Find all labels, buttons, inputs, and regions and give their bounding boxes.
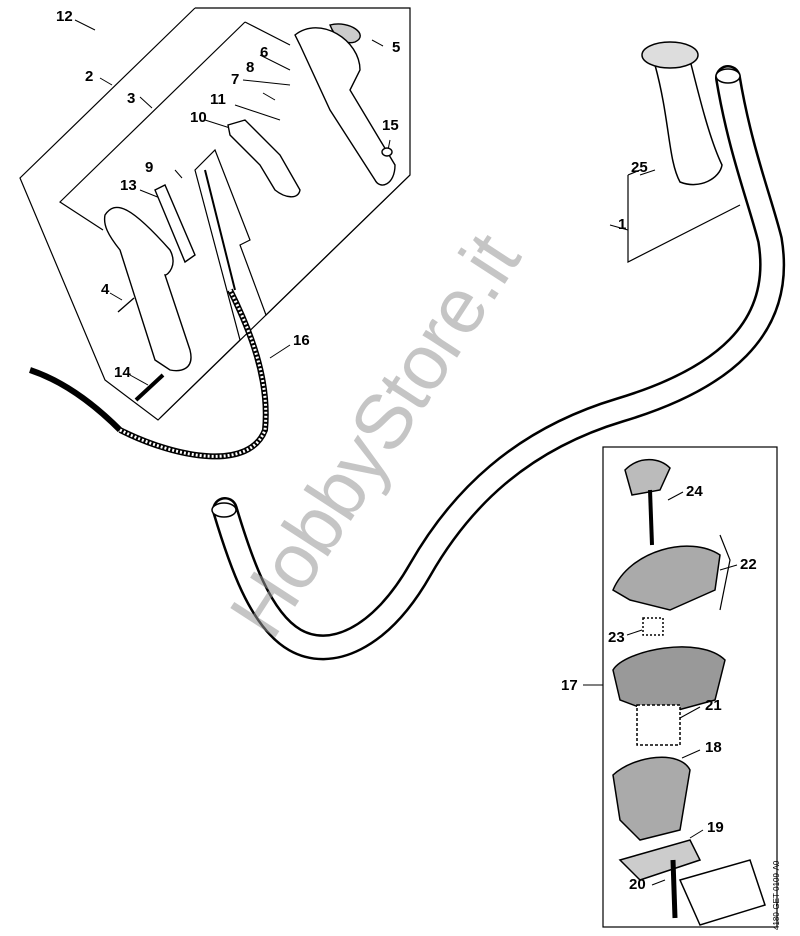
housing-upper: [294, 27, 396, 186]
tube-end-left: [211, 502, 237, 518]
part-label-6[interactable]: 6: [260, 44, 269, 61]
part-label-18[interactable]: 18: [705, 739, 722, 756]
part-label-20[interactable]: 20: [629, 876, 646, 893]
wing-screw-part-24: [624, 458, 671, 496]
group-1-bracket: [627, 175, 741, 263]
group-3-outline: [244, 21, 291, 46]
part-label-9[interactable]: 9: [145, 159, 154, 176]
clamp-part-17: [612, 646, 726, 716]
part-label-25[interactable]: 25: [631, 159, 648, 176]
part-label-7[interactable]: 7: [231, 71, 240, 88]
group-22-bracket: [719, 534, 731, 611]
part-label-10[interactable]: 10: [190, 109, 207, 126]
group-17-box: [602, 446, 778, 928]
part-label-16[interactable]: 16: [293, 332, 310, 349]
handle-shell-part-3: [103, 206, 192, 372]
part-label-11[interactable]: 11: [210, 91, 226, 108]
spring-part-23: [642, 617, 664, 636]
screw-part-20: [670, 859, 678, 919]
part-label-17[interactable]: 17: [561, 677, 578, 694]
cover-part-22: [612, 545, 721, 611]
grip-part-25: [641, 41, 723, 186]
part-label-2[interactable]: 2: [85, 68, 94, 85]
screw-part-4: [117, 297, 135, 313]
drawing-code: 4180-GET-0109-A0: [772, 860, 781, 930]
group-3-right: [159, 148, 411, 419]
nut-part-15: [381, 147, 393, 157]
group-2-outline: [19, 7, 411, 421]
part-label-22[interactable]: 22: [740, 556, 757, 573]
base-part-18: [612, 756, 691, 841]
trigger-part-10: [227, 119, 301, 198]
part-label-3[interactable]: 3: [127, 90, 136, 107]
part-label-1[interactable]: 1: [618, 216, 627, 233]
part-label-15[interactable]: 15: [382, 117, 399, 134]
part-label-23[interactable]: 23: [608, 629, 625, 646]
spring-part-21: [636, 704, 681, 746]
lever-part-13: [154, 184, 196, 264]
screw-part-14: [134, 373, 165, 402]
tube-end-top: [715, 68, 741, 84]
part-label-19[interactable]: 19: [707, 819, 724, 836]
clamp-half-part-19: [618, 839, 702, 881]
part-label-21[interactable]: 21: [705, 697, 722, 714]
part-label-4[interactable]: 4: [101, 281, 110, 298]
part-label-8[interactable]: 8: [246, 59, 255, 76]
part-label-5[interactable]: 5: [392, 39, 401, 56]
part-label-14[interactable]: 14: [114, 364, 131, 381]
part-label-13[interactable]: 13: [120, 177, 137, 194]
tube-section: [678, 859, 766, 926]
part-label-12[interactable]: 12: [56, 8, 73, 25]
part-label-24[interactable]: 24: [686, 483, 703, 500]
